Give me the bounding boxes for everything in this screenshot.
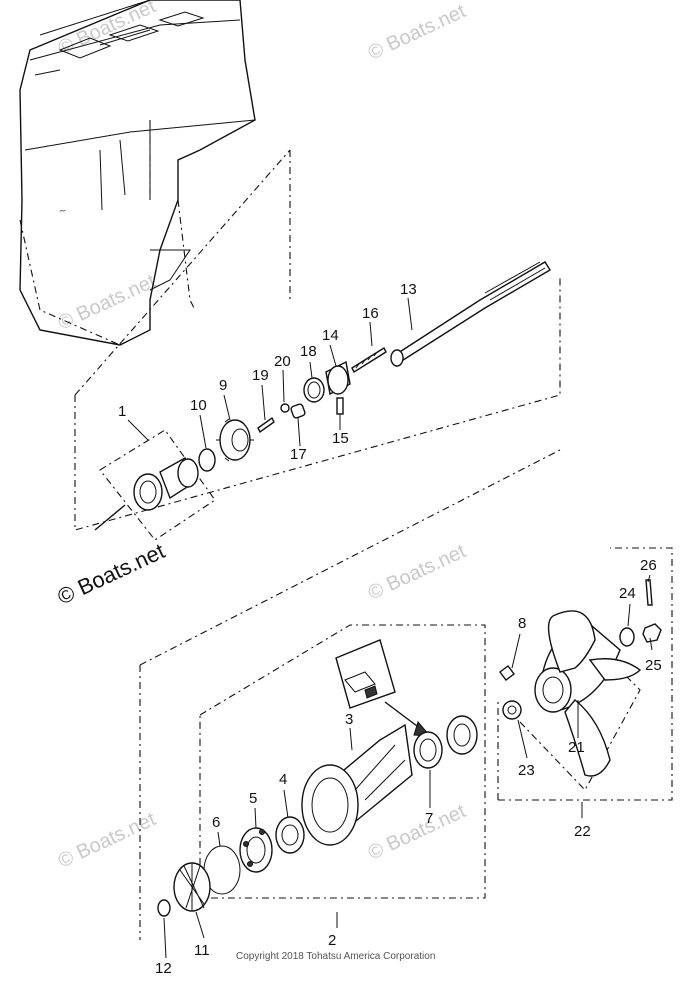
callout-23: 23: [518, 762, 535, 779]
callout-13: 13: [400, 281, 417, 298]
watermark-dark: © Boats.net: [54, 538, 169, 609]
callout-21: 21: [568, 739, 585, 756]
bearing-kit-box: [94, 429, 216, 541]
callout-16: 16: [362, 305, 379, 322]
part-21-prop-hub: [534, 667, 572, 713]
gearcase-housing-drawing: ~: [19, 0, 256, 346]
part-8-plug: [499, 665, 515, 681]
callout-26: 26: [640, 557, 657, 574]
watermark-mid-left: © Boats.net: [55, 270, 160, 334]
part-25-nut: [642, 623, 662, 643]
leader-lines: [127, 297, 653, 959]
upper-assembly-boundary: [74, 149, 561, 531]
callout-19: 19: [252, 367, 269, 384]
part-24-washer: [619, 627, 635, 647]
bearing-carrier: [301, 723, 413, 846]
callout-11: 11: [194, 942, 210, 959]
part-16-spring: [351, 346, 387, 374]
callout-25: 25: [645, 657, 662, 674]
part-5-bearing: [239, 827, 273, 873]
svg-text:~: ~: [58, 205, 66, 218]
watermark-mid-right: © Boats.net: [365, 540, 470, 604]
watermark-bottom-right: © Boats.net: [365, 800, 470, 864]
part-17-bushing: [290, 403, 306, 419]
callout-2: 2: [328, 932, 336, 949]
callout-4: 4: [279, 771, 287, 788]
watermark-top-right: © Boats.net: [365, 0, 470, 64]
part-13-shaft: [394, 261, 551, 363]
part-23-spacer: [502, 700, 522, 720]
callout-10: 10: [190, 397, 207, 414]
pinion-shaft-parts: [198, 261, 551, 472]
callout-12: 12: [155, 960, 172, 977]
callout-1: 1: [118, 403, 126, 420]
drive-gear-parts: [157, 816, 305, 917]
part-18-ring: [303, 377, 325, 403]
callout-14: 14: [322, 327, 339, 344]
callout-9: 9: [219, 377, 227, 394]
callout-5: 5: [249, 790, 257, 807]
callout-6: 6: [212, 814, 220, 831]
part-10-washer: [198, 448, 216, 472]
callout-15: 15: [332, 430, 349, 447]
callout-18: 18: [300, 343, 317, 360]
callout-3: 3: [345, 711, 353, 728]
callout-17: 17: [290, 446, 307, 463]
callout-24: 24: [619, 585, 636, 602]
part-12-shim: [157, 899, 171, 917]
part-4-bearing: [275, 816, 305, 854]
part-26-pin: [645, 579, 653, 606]
watermark-bottom-left: © Boats.net: [55, 808, 160, 872]
callout-22: 22: [574, 823, 591, 840]
part-20-ball: [280, 403, 290, 413]
callout-labels: 1 2 3 4 5 6 7 8 9 10 11 12 13 14 15 16 1…: [118, 281, 662, 977]
callout-8: 8: [518, 615, 526, 632]
bearing-pair: [413, 715, 478, 769]
part-15-pin: [336, 397, 344, 415]
callout-7: 7: [425, 810, 433, 827]
copyright-notice: Copyright 2018 Tohatsu America Corporati…: [236, 951, 435, 962]
part-19-pin: [257, 416, 275, 434]
callout-20: 20: [274, 353, 291, 370]
part-9-gear: [219, 419, 251, 461]
lower-assembly-boundary: [139, 449, 561, 940]
